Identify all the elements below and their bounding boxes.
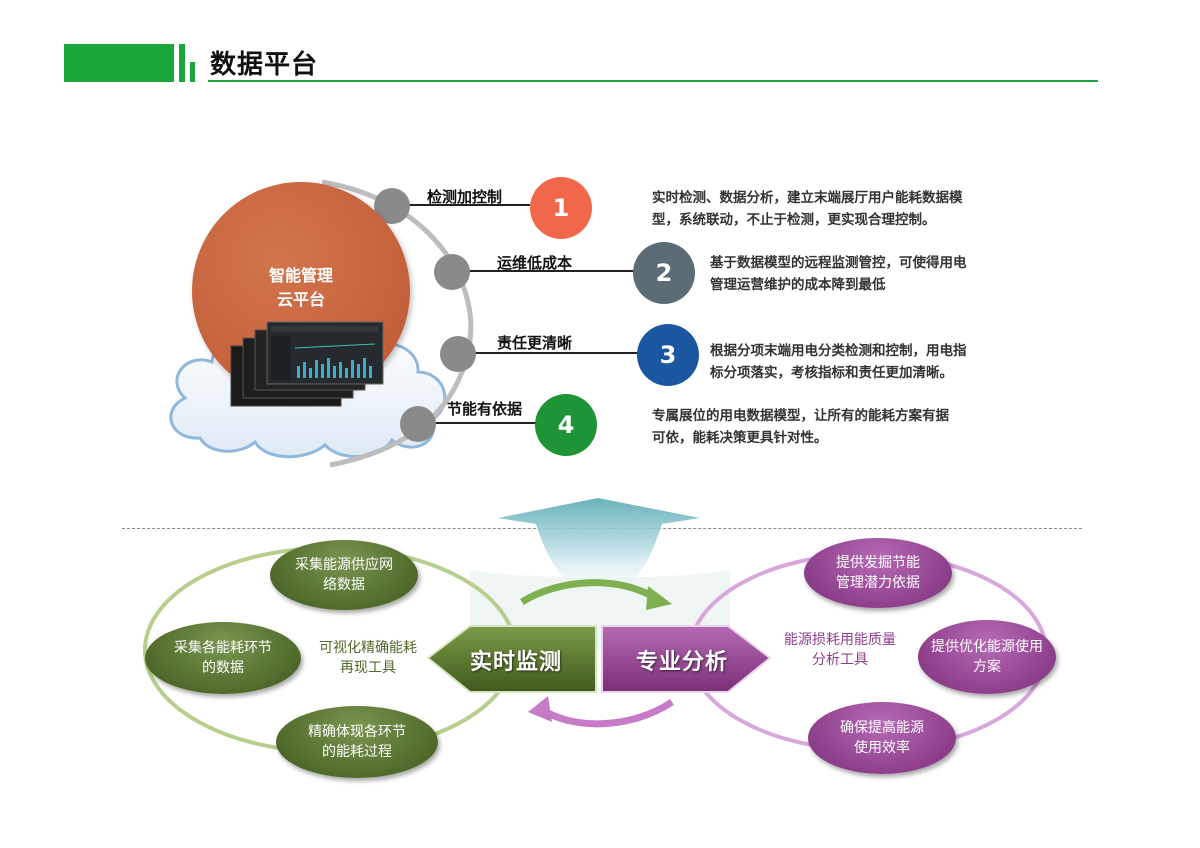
platform-label: 智能管理 云平台	[192, 264, 410, 312]
realtime-monitoring-label: 实时监测	[470, 650, 563, 675]
feature-desc-1-line2: 型，系统联动，不止于检测，更实现合理控制。	[652, 212, 936, 228]
cycle-arrow-bottom	[537, 699, 674, 728]
visualization-tool-line1: 可视化精确能耗	[319, 640, 417, 656]
feature-desc-1: 实时检测、数据分析，建立末端展厅用户能耗数据模 型，系统联动，不止于检测，更实现…	[652, 187, 1022, 231]
analysis-tool-line1: 能源损耗用能质量	[784, 632, 896, 648]
purple-node-1-line2: 管理潜力依据	[836, 575, 920, 591]
purple-node-optimization-plan: 提供优化能源使用 方案	[918, 620, 1056, 694]
analysis-arrow-shape	[601, 625, 772, 693]
green-node-2-line1: 采集各能耗环节	[174, 640, 272, 656]
feature-desc-3-line2: 标分项落实，考核指标和责任更加清晰。	[710, 365, 953, 381]
feature-number-3: 3	[637, 324, 699, 386]
cycle-arrow-top	[520, 579, 657, 605]
purple-node-saving-potential: 提供发掘节能 管理潜力依据	[804, 538, 952, 608]
realtime-arrow-shape	[426, 625, 597, 693]
purple-node-3-line2: 使用效率	[854, 740, 910, 756]
purple-node-efficiency: 确保提高能源 使用效率	[808, 702, 956, 774]
page-title: 数据平台	[210, 50, 319, 80]
green-node-2-line2: 的数据	[202, 660, 244, 676]
feature-number-2: 2	[633, 242, 695, 304]
feature-desc-3: 根据分项末端用电分类检测和控制，用电指 标分项落实，考核指标和责任更加清晰。	[710, 340, 1080, 384]
feature-desc-4: 专属展位的用电数据模型，让所有的能耗方案有据 可依，能耗决策更具针对性。	[652, 405, 1022, 449]
orbit-node	[440, 336, 476, 372]
feature-desc-4-line1: 专属展位的用电数据模型，让所有的能耗方案有据	[652, 408, 949, 424]
feature-label-2: 运维低成本	[497, 254, 573, 272]
feature-desc-2-line1: 基于数据模型的远程监测管控，可使得用电	[710, 255, 967, 271]
feature-desc-4-line2: 可依，能耗决策更具针对性。	[652, 430, 828, 446]
green-node-3-line2: 的能耗过程	[322, 744, 392, 760]
feature-number-4: 4	[535, 394, 597, 456]
purple-node-2-line1: 提供优化能源使用	[931, 639, 1043, 655]
feature-label-1: 检测加控制	[427, 188, 503, 206]
feature-desc-2: 基于数据模型的远程监测管控，可使得用电 管理运营维护的成本降到最低	[710, 252, 1080, 296]
feature-desc-3-line1: 根据分项末端用电分类检测和控制，用电指	[710, 343, 967, 359]
green-node-1-line1: 采集能源供应网	[295, 557, 393, 573]
green-node-consumption-data: 采集各能耗环节 的数据	[145, 622, 301, 694]
green-node-1-line2: 络数据	[323, 577, 365, 593]
purple-node-3-line1: 确保提高能源	[840, 720, 924, 736]
header-accent-bar-small	[190, 62, 195, 82]
platform-label-line1: 智能管理	[268, 266, 333, 285]
green-node-3-line1: 精确体现各环节	[308, 724, 406, 740]
visualization-tool-line2: 再现工具	[340, 660, 396, 676]
header-accent-block	[64, 44, 174, 82]
orbit-node	[400, 406, 436, 442]
feature-number-1: 1	[530, 177, 592, 239]
header-underline	[208, 80, 1098, 82]
professional-analysis-label: 专业分析	[636, 650, 729, 675]
feature-desc-2-line2: 管理运营维护的成本降到最低	[710, 277, 886, 293]
visualization-tool-text: 可视化精确能耗 再现工具	[304, 638, 432, 678]
analysis-tool-line2: 分析工具	[812, 652, 868, 668]
analysis-tool-text: 能源损耗用能质量 分析工具	[770, 630, 910, 670]
orbit-node	[434, 254, 470, 290]
upward-arrow	[498, 498, 700, 598]
purple-node-1-line1: 提供发掘节能	[836, 555, 920, 571]
feature-label-3: 责任更清晰	[497, 334, 573, 352]
green-node-supply-data: 采集能源供应网 络数据	[270, 540, 418, 610]
feature-desc-1-line1: 实时检测、数据分析，建立末端展厅用户能耗数据模	[652, 190, 963, 206]
feature-label-4: 节能有依据	[447, 400, 523, 418]
dashboard-screens-icon	[230, 321, 384, 407]
green-node-consumption-process: 精确体现各环节 的能耗过程	[276, 706, 438, 778]
platform-label-line2: 云平台	[276, 290, 325, 309]
header-accent-bar	[179, 44, 185, 82]
orbit-node	[374, 188, 410, 224]
purple-node-2-line2: 方案	[973, 659, 1001, 675]
